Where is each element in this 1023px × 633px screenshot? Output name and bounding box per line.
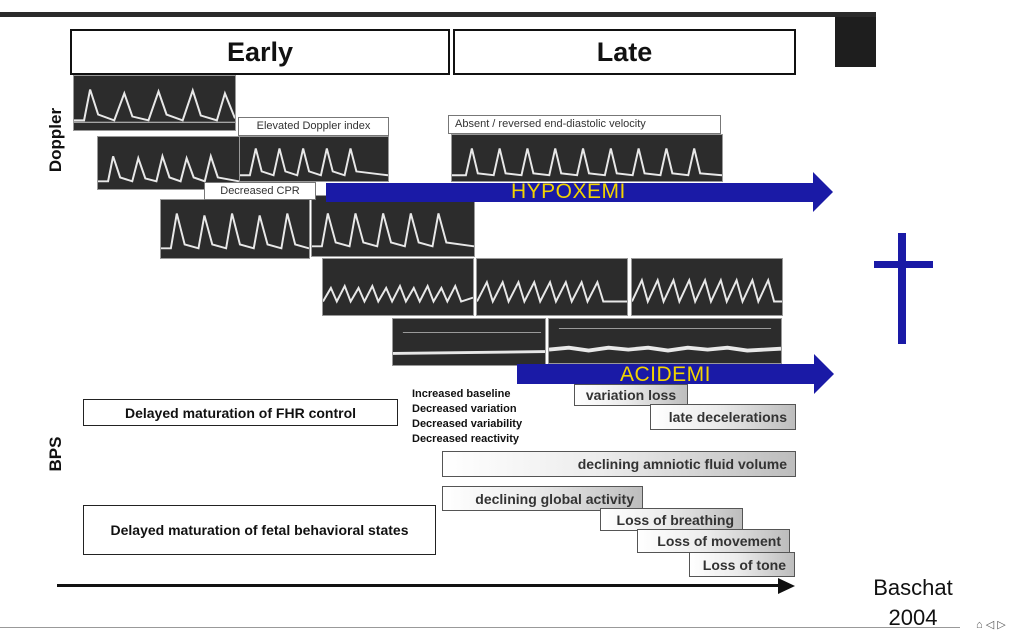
loss-movement-box: Loss of movement: [637, 529, 790, 553]
cross-icon: [898, 233, 906, 344]
late-header-label: Late: [596, 36, 653, 67]
hypoxemia-label: HYPOXEMI: [511, 180, 626, 203]
late-decelerations-box: late decelerations: [650, 404, 796, 430]
doppler-waveform-8: [476, 258, 628, 316]
citation-author: Baschat: [873, 575, 953, 600]
early-header: Early: [70, 29, 450, 75]
absent-reversed-label: Absent / reversed end-diastolic velocity: [448, 115, 721, 134]
loss-movement-label: Loss of movement: [657, 533, 781, 549]
acidemia-label: ACIDEMI: [620, 363, 712, 386]
variation-loss-label: variation loss: [585, 387, 677, 403]
loss-tone-label: Loss of tone: [702, 556, 786, 573]
elevated-doppler-label: Elevated Doppler index: [238, 117, 389, 136]
timeline-arrow-head: [778, 578, 795, 594]
loss-breathing-box: Loss of breathing: [600, 508, 743, 531]
corner-block: [835, 17, 876, 67]
hypoxemia-arrow-body: [326, 183, 814, 202]
doppler-waveform-9: [631, 258, 783, 316]
doppler-waveform-10: [392, 318, 546, 366]
global-activity-label: declining global activity: [475, 490, 634, 507]
amniotic-fluid-box: declining amniotic fluid volume: [442, 451, 796, 477]
fhr-control-label: Delayed maturation of FHR control: [124, 404, 357, 421]
doppler-waveform-3: [239, 136, 389, 182]
behavioral-states-box: Delayed maturation of fetal behavioral s…: [83, 505, 436, 555]
hypoxemia-arrow-head: [813, 172, 833, 212]
bottom-border: [0, 627, 960, 628]
doppler-waveform-7: [322, 258, 474, 316]
behavioral-states-label: Delayed maturation of fetal behavioral s…: [110, 522, 409, 538]
late-header: Late: [453, 29, 796, 75]
doppler-waveform-11: [548, 318, 782, 364]
acidemia-arrow-head: [814, 354, 834, 394]
citation-year: 2004: [888, 605, 938, 630]
doppler-waveform-5: [160, 199, 310, 259]
cross-icon-bar: [874, 261, 933, 268]
fhr-control-box: Delayed maturation of FHR control: [83, 399, 398, 426]
early-header-label: Early: [226, 36, 294, 67]
variation-loss-box: variation loss: [574, 384, 688, 406]
doppler-waveform-6: [311, 195, 475, 257]
acidemia-arrow-body: [517, 364, 815, 384]
bps-axis-label: BPS: [46, 436, 65, 472]
fhr-change-item: Decreased reactivity: [412, 433, 520, 445]
decreased-cpr-label: Decreased CPR: [204, 182, 316, 200]
fhr-change-item: Decreased variation: [412, 403, 517, 415]
global-activity-box: declining global activity: [442, 486, 643, 511]
citation: Baschat 2004: [858, 573, 968, 633]
fhr-change-item: Increased baseline: [412, 388, 511, 400]
loss-breathing-label: Loss of breathing: [616, 511, 734, 528]
loss-tone-box: Loss of tone: [689, 552, 795, 577]
doppler-axis-label: Doppler: [46, 107, 65, 173]
slide-controls-icon[interactable]: ⌂ ◁ ▷: [976, 619, 1006, 631]
top-border: [0, 12, 876, 17]
doppler-waveform-1: [73, 75, 236, 131]
fhr-changes-list: Increased baseline Decreased variation D…: [412, 387, 522, 447]
doppler-waveform-4: [451, 134, 723, 182]
late-decelerations-label: late decelerations: [668, 409, 787, 425]
fhr-change-item: Decreased variability: [412, 418, 523, 430]
doppler-waveform-2: [97, 136, 240, 190]
amniotic-fluid-label: declining amniotic fluid volume: [577, 456, 787, 472]
timeline-axis: [57, 584, 779, 587]
